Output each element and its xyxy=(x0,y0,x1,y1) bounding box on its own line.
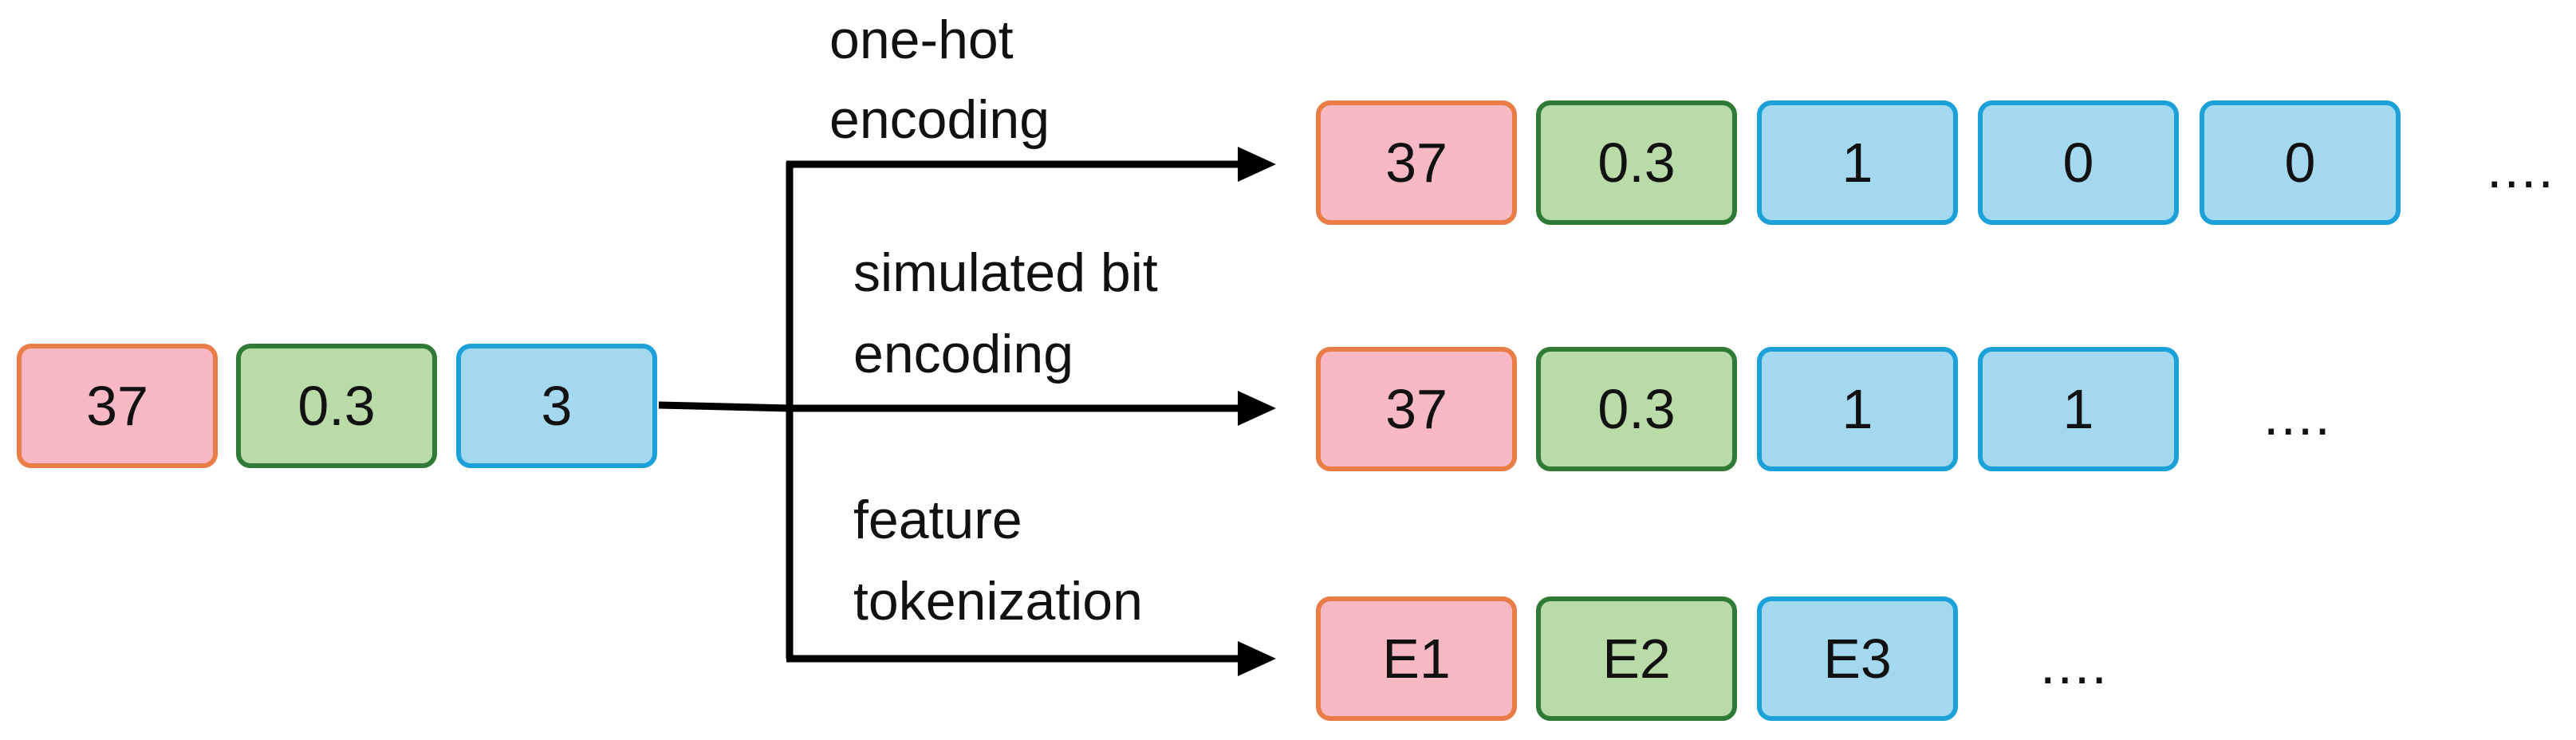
label-feature-tokenization-line2: tokenization xyxy=(853,571,1143,632)
arrowhead-one-hot xyxy=(1238,147,1276,182)
label-one-hot-line1: one-hot xyxy=(829,10,1014,70)
source-stem-line xyxy=(658,401,790,412)
one-hot-ellipsis: .... xyxy=(2487,137,2555,199)
simulated-bit-ellipsis: .... xyxy=(2263,384,2332,447)
one-hot-box-1: 37 xyxy=(1316,100,1517,225)
feature-token-ellipsis: .... xyxy=(2040,633,2109,695)
arrowhead-feature-tokenization xyxy=(1238,641,1276,676)
label-simulated-bit-line2: encoding xyxy=(853,324,1074,384)
arrowhead-simulated-bit xyxy=(1238,391,1276,426)
one-hot-box-5: 0 xyxy=(2200,100,2401,225)
feature-token-box-1: E1 xyxy=(1316,596,1517,721)
simulated-bit-box-3: 1 xyxy=(1757,347,1958,471)
one-hot-box-3: 1 xyxy=(1757,100,1958,225)
simulated-bit-box-2: 0.3 xyxy=(1536,347,1737,471)
label-feature-tokenization-line1: feature xyxy=(853,490,1022,550)
feature-token-box-3: E3 xyxy=(1757,596,1958,721)
simulated-bit-box-1: 37 xyxy=(1316,347,1517,471)
label-one-hot-line2: encoding xyxy=(829,89,1050,150)
feature-token-box-2: E2 xyxy=(1536,596,1737,721)
source-box-2: 0.3 xyxy=(236,344,437,468)
one-hot-box-4: 0 xyxy=(1978,100,2179,225)
simulated-bit-box-4: 1 xyxy=(1978,347,2179,471)
source-box-3: 3 xyxy=(456,344,657,468)
label-simulated-bit-line1: simulated bit xyxy=(853,242,1158,303)
source-box-1: 37 xyxy=(17,344,218,468)
one-hot-box-2: 0.3 xyxy=(1536,100,1737,225)
